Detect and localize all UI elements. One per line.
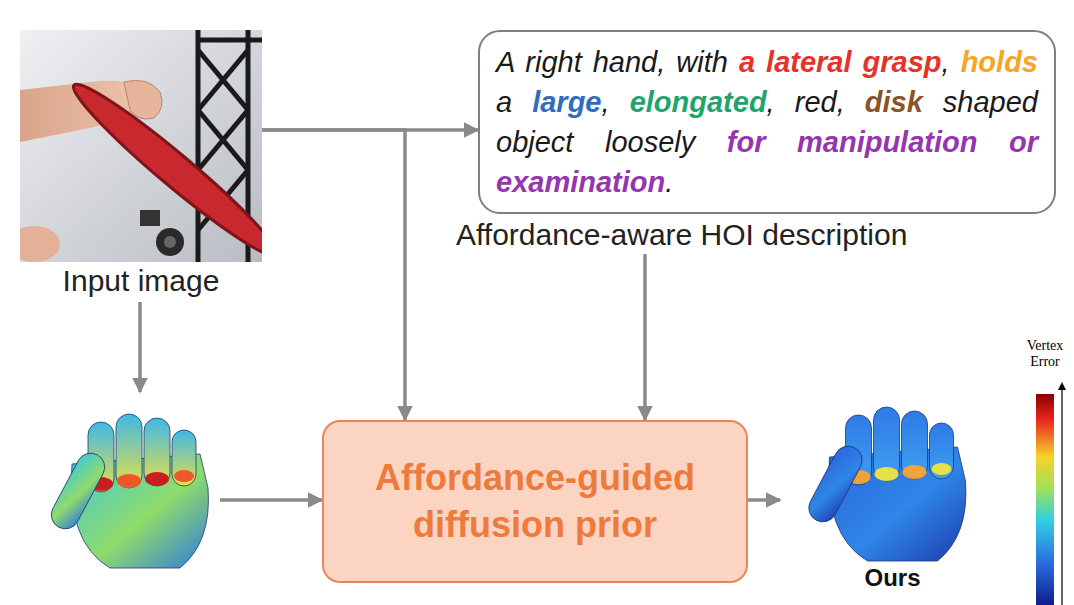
description-word: object xyxy=(496,126,605,158)
description-word: disk xyxy=(865,86,943,118)
error-colorbar xyxy=(1020,380,1074,605)
error-spot xyxy=(117,474,141,488)
flow-arrow xyxy=(262,130,405,420)
process-label: Affordance-guided diffusion prior xyxy=(344,455,726,549)
hand-finger xyxy=(144,418,170,486)
flow-arrow xyxy=(748,498,780,502)
hand-finger xyxy=(172,430,196,486)
colorbar-arrowhead xyxy=(1058,382,1066,390)
error-spot xyxy=(174,470,194,482)
hand-mesh: Ours xyxy=(780,385,1005,591)
image-caption: Input image xyxy=(20,264,262,298)
description-word: or xyxy=(1009,126,1038,158)
description-word: grasp, xyxy=(863,46,961,78)
colorbar-label: Vertex Error xyxy=(1017,338,1073,370)
error-spot xyxy=(903,465,927,479)
error-spot xyxy=(145,472,169,486)
hand-thumb xyxy=(804,441,867,527)
description-word: loosely xyxy=(605,126,727,158)
flow-arrow xyxy=(138,302,142,392)
camera xyxy=(140,210,184,256)
input-photo: Input image xyxy=(20,30,262,298)
description-word: with xyxy=(676,46,739,78)
description-word: right xyxy=(525,46,592,78)
flow-arrow xyxy=(643,254,647,420)
description-word: A xyxy=(496,46,525,78)
description-word: shaped xyxy=(943,86,1038,118)
hand-finger xyxy=(874,407,900,481)
error-spot xyxy=(932,463,952,475)
hoi-description: A right hand, with a lateral grasp, hold… xyxy=(496,42,1038,202)
hand-thumb xyxy=(50,448,110,534)
description-word: manipulation xyxy=(797,126,1009,158)
photo-illustration xyxy=(20,30,262,262)
description-word: lateral xyxy=(766,46,862,78)
description-word: a xyxy=(739,46,766,78)
description-word: large, xyxy=(532,86,629,118)
flow-arrow xyxy=(220,498,322,502)
description-word: hand, xyxy=(593,46,677,78)
description-box: A right hand, with a lateral grasp, hold… xyxy=(478,30,1056,252)
second-hand xyxy=(20,226,60,262)
red-disk xyxy=(64,73,262,262)
hand-mesh xyxy=(50,392,220,572)
description-word: elongated, xyxy=(630,86,795,118)
description-word: red, xyxy=(795,86,865,118)
description-word: examination. xyxy=(496,166,673,198)
description-word: holds xyxy=(961,46,1038,78)
process-box: Affordance-guided diffusion prior xyxy=(322,420,748,583)
description-word: for xyxy=(727,126,797,158)
hand-mesh-illustration xyxy=(50,392,220,572)
hand-finger xyxy=(116,414,142,488)
error-spot xyxy=(875,467,899,481)
hand-finger xyxy=(902,411,928,479)
method-label: Ours xyxy=(780,565,1005,591)
gripping-fingers xyxy=(124,80,162,119)
hand-mesh-illustration xyxy=(780,385,1005,565)
colorbar-gradient xyxy=(1036,394,1054,605)
colorbar-arrow xyxy=(1061,386,1062,605)
hand-finger xyxy=(930,423,954,479)
rounded-box: A right hand, with a lateral grasp, hold… xyxy=(478,30,1056,214)
box-heading: Affordance-aware HOI description xyxy=(456,218,1056,252)
description-word: a xyxy=(496,86,532,118)
